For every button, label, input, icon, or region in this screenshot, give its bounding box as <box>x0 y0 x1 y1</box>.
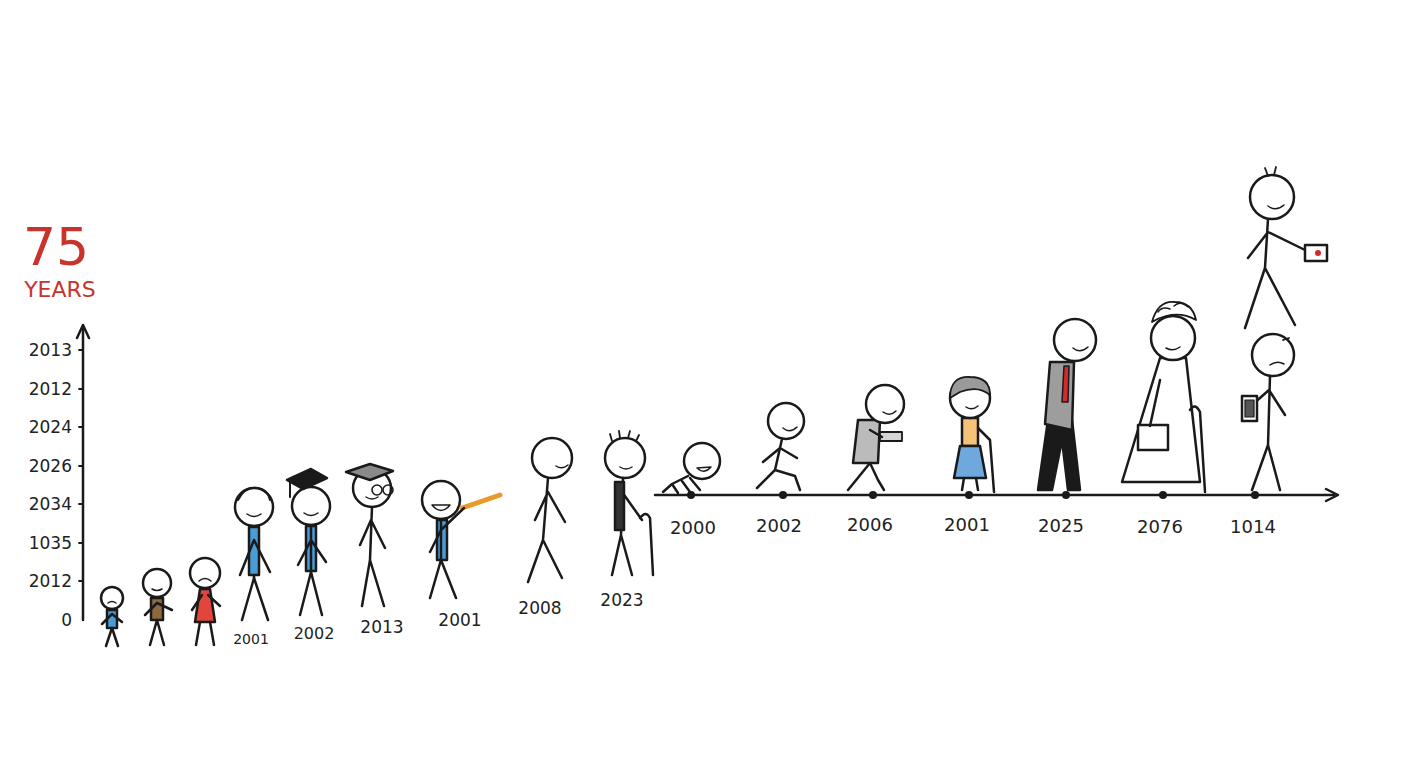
year-label: 2012 <box>29 380 72 399</box>
year-label: 2012 <box>29 572 72 591</box>
year-label: 2076 <box>1137 517 1183 537</box>
year-label: 2002 <box>294 625 335 643</box>
year-label: 0 <box>61 611 72 630</box>
year-label: 2001 <box>944 515 990 535</box>
year-label: 2000 <box>670 518 716 538</box>
year-label: 2002 <box>756 516 802 536</box>
year-label: 1035 <box>29 534 72 553</box>
year-label: 2024 <box>29 418 72 437</box>
heading-text: 75 <box>23 219 89 276</box>
year-label: 2006 <box>847 515 893 535</box>
year-label: 2001 <box>233 632 269 647</box>
year-label: 2001 <box>438 611 481 630</box>
year-label: 2034 <box>29 495 72 514</box>
year-label: 2025 <box>1038 516 1084 536</box>
year-label: 2013 <box>360 618 403 637</box>
year-label: 1014 <box>1230 517 1276 537</box>
year-label: 2026 <box>29 457 72 476</box>
heading-text: YEARS <box>24 278 96 302</box>
year-label: 2008 <box>518 599 561 618</box>
year-label: 2013 <box>29 341 72 360</box>
year-label: 2023 <box>600 591 643 610</box>
